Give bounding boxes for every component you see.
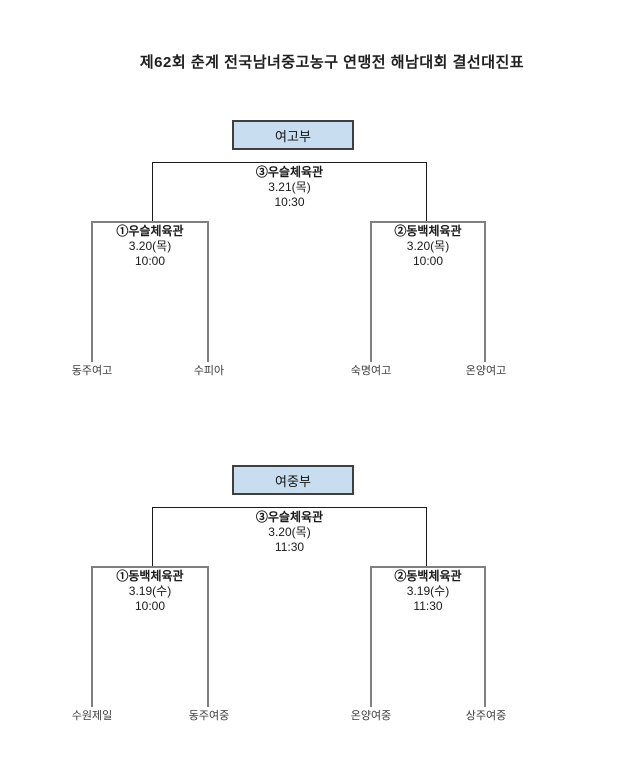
semifinal-venue: ②동백체육관 bbox=[394, 569, 462, 583]
semifinal-time: 11:30 bbox=[413, 599, 443, 613]
semifinal-right-bracket-lines bbox=[370, 566, 486, 707]
semifinal-right-match-info: ②동백체육관 3.20(목) 10:00 bbox=[370, 224, 486, 269]
division-label: 여고부 bbox=[275, 128, 311, 144]
final-venue: ③우슬체육관 bbox=[255, 165, 324, 179]
semifinal-date: 3.19(수) bbox=[128, 584, 172, 598]
semifinal-time: 10:00 bbox=[134, 599, 166, 613]
semifinal-left-match-info: ①동백체육관 3.19(수) 10:00 bbox=[91, 569, 209, 614]
semifinal-right-bracket-lines bbox=[370, 221, 486, 362]
final-time: 11:30 bbox=[274, 540, 305, 554]
team-label: 동주여중 bbox=[188, 710, 230, 722]
final-date: 3.21(목) bbox=[268, 180, 311, 194]
semifinal-venue: ①동백체육관 bbox=[116, 569, 184, 583]
division-header-box: 여중부 bbox=[232, 465, 354, 495]
semifinal-time: 10:00 bbox=[412, 254, 444, 268]
semifinal-date: 3.20(목) bbox=[128, 239, 172, 253]
team-label: 상주여중 bbox=[465, 710, 507, 722]
final-match-info: ③우슬체육관 3.21(목) 10:30 bbox=[152, 165, 427, 210]
division-header-box: 여고부 bbox=[232, 120, 354, 150]
final-venue: ③우슬체육관 bbox=[255, 510, 324, 524]
team-label: 온양여고 bbox=[465, 365, 507, 377]
team-label: 동주여고 bbox=[71, 365, 113, 377]
final-bracket-lines bbox=[152, 507, 427, 566]
team-label: 숙명여고 bbox=[350, 365, 392, 377]
semifinal-right-match-info: ②동백체육관 3.19(수) 11:30 bbox=[370, 569, 486, 614]
bracket-girls-middleschool: 여중부 ③우슬체육관 3.20(목) 11:30 ①동백체육관 3.19(수) … bbox=[0, 465, 624, 745]
semifinal-date: 3.20(목) bbox=[406, 239, 450, 253]
team-label: 온양여중 bbox=[350, 710, 392, 722]
final-match-info: ③우슬체육관 3.20(목) 11:30 bbox=[152, 510, 427, 555]
semifinal-venue: ②동백체육관 bbox=[394, 224, 462, 238]
semifinal-venue: ①우슬체육관 bbox=[116, 224, 184, 238]
bracket-girls-highschool: 여고부 ③우슬체육관 3.21(목) 10:30 ①우슬체육관 3.20(목) … bbox=[0, 120, 624, 400]
division-label: 여중부 bbox=[275, 473, 311, 489]
semifinal-time: 10:00 bbox=[134, 254, 166, 268]
team-label: 수원제일 bbox=[71, 710, 113, 722]
semifinal-date: 3.19(수) bbox=[406, 584, 450, 598]
page-title: 제62회 춘계 전국남녀중고농구 연맹전 해남대회 결선대진표 bbox=[139, 54, 525, 71]
semifinal-left-bracket-lines bbox=[91, 221, 209, 362]
semifinal-left-bracket-lines bbox=[91, 566, 209, 707]
final-time: 10:30 bbox=[274, 195, 305, 209]
final-bracket-lines bbox=[152, 162, 427, 221]
semifinal-left-match-info: ①우슬체육관 3.20(목) 10:00 bbox=[91, 224, 209, 269]
final-date: 3.20(목) bbox=[268, 525, 311, 539]
team-label: 수피아 bbox=[193, 365, 225, 377]
